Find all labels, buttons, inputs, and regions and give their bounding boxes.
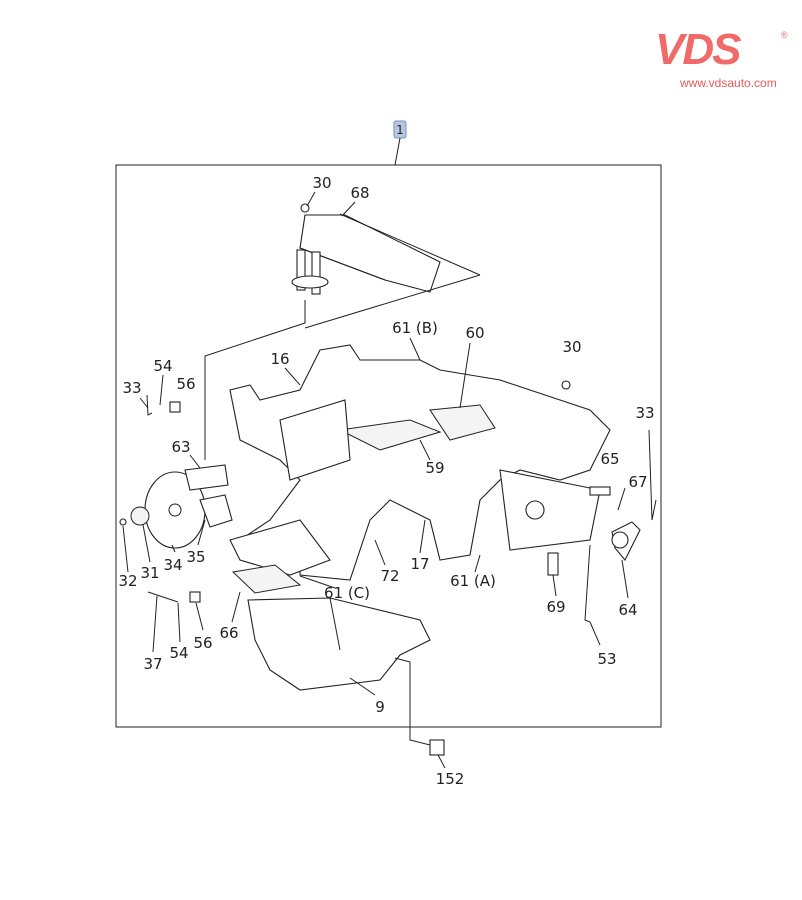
callout-152[interactable]: 152 <box>436 770 465 788</box>
logo-url: www.vdsauto.com <box>680 76 777 90</box>
callout-72[interactable]: 72 <box>380 567 399 585</box>
assembly-leader <box>394 137 401 166</box>
callout-61b[interactable]: 61 (B) <box>392 319 438 337</box>
vds-logo: VDS ® www.vdsauto.com <box>655 28 790 92</box>
assembly-frame <box>115 164 662 728</box>
callout-56-bottom[interactable]: 56 <box>193 634 212 652</box>
callout-66[interactable]: 66 <box>219 624 238 642</box>
logo-registered-mark: ® <box>781 30 788 40</box>
callout-33-left[interactable]: 33 <box>122 379 141 397</box>
callout-53[interactable]: 53 <box>597 650 616 668</box>
callout-65[interactable]: 65 <box>600 450 619 468</box>
callout-68[interactable]: 68 <box>350 184 369 202</box>
callout-30[interactable]: 30 <box>312 174 331 192</box>
callout-60[interactable]: 60 <box>465 324 484 342</box>
clip-152 <box>429 739 445 756</box>
callout-16[interactable]: 16 <box>270 350 289 368</box>
callout-30-right[interactable]: 30 <box>562 338 581 356</box>
callout-63[interactable]: 63 <box>171 438 190 456</box>
callout-labels: 30 68 61 (B) 60 30 16 54 56 33 33 63 65 … <box>118 174 654 788</box>
callout-67[interactable]: 67 <box>628 473 647 491</box>
callout-61c[interactable]: 61 (C) <box>324 584 370 602</box>
assembly-callout[interactable]: 1 <box>396 123 404 137</box>
logo-brand: VDS <box>655 25 741 74</box>
item-63 <box>184 464 229 491</box>
callout-54-top[interactable]: 54 <box>153 357 172 375</box>
part-drawings <box>119 203 657 756</box>
callout-64[interactable]: 64 <box>618 601 637 619</box>
callout-69[interactable]: 69 <box>546 598 565 616</box>
callout-31[interactable]: 31 <box>140 564 159 582</box>
callout-35[interactable]: 35 <box>186 548 205 566</box>
callout-33-right[interactable]: 33 <box>635 404 654 422</box>
callout-54-bottom[interactable]: 54 <box>169 644 188 662</box>
callout-56-top[interactable]: 56 <box>176 375 195 393</box>
callout-61a[interactable]: 61 (A) <box>450 572 496 590</box>
callout-17[interactable]: 17 <box>410 555 429 573</box>
leader-lines <box>122 191 629 769</box>
callout-32[interactable]: 32 <box>118 572 137 590</box>
callout-34[interactable]: 34 <box>163 556 182 574</box>
callout-37[interactable]: 37 <box>143 655 162 673</box>
filter <box>231 564 302 594</box>
callout-59[interactable]: 59 <box>425 459 444 477</box>
callout-9[interactable]: 9 <box>375 698 385 716</box>
